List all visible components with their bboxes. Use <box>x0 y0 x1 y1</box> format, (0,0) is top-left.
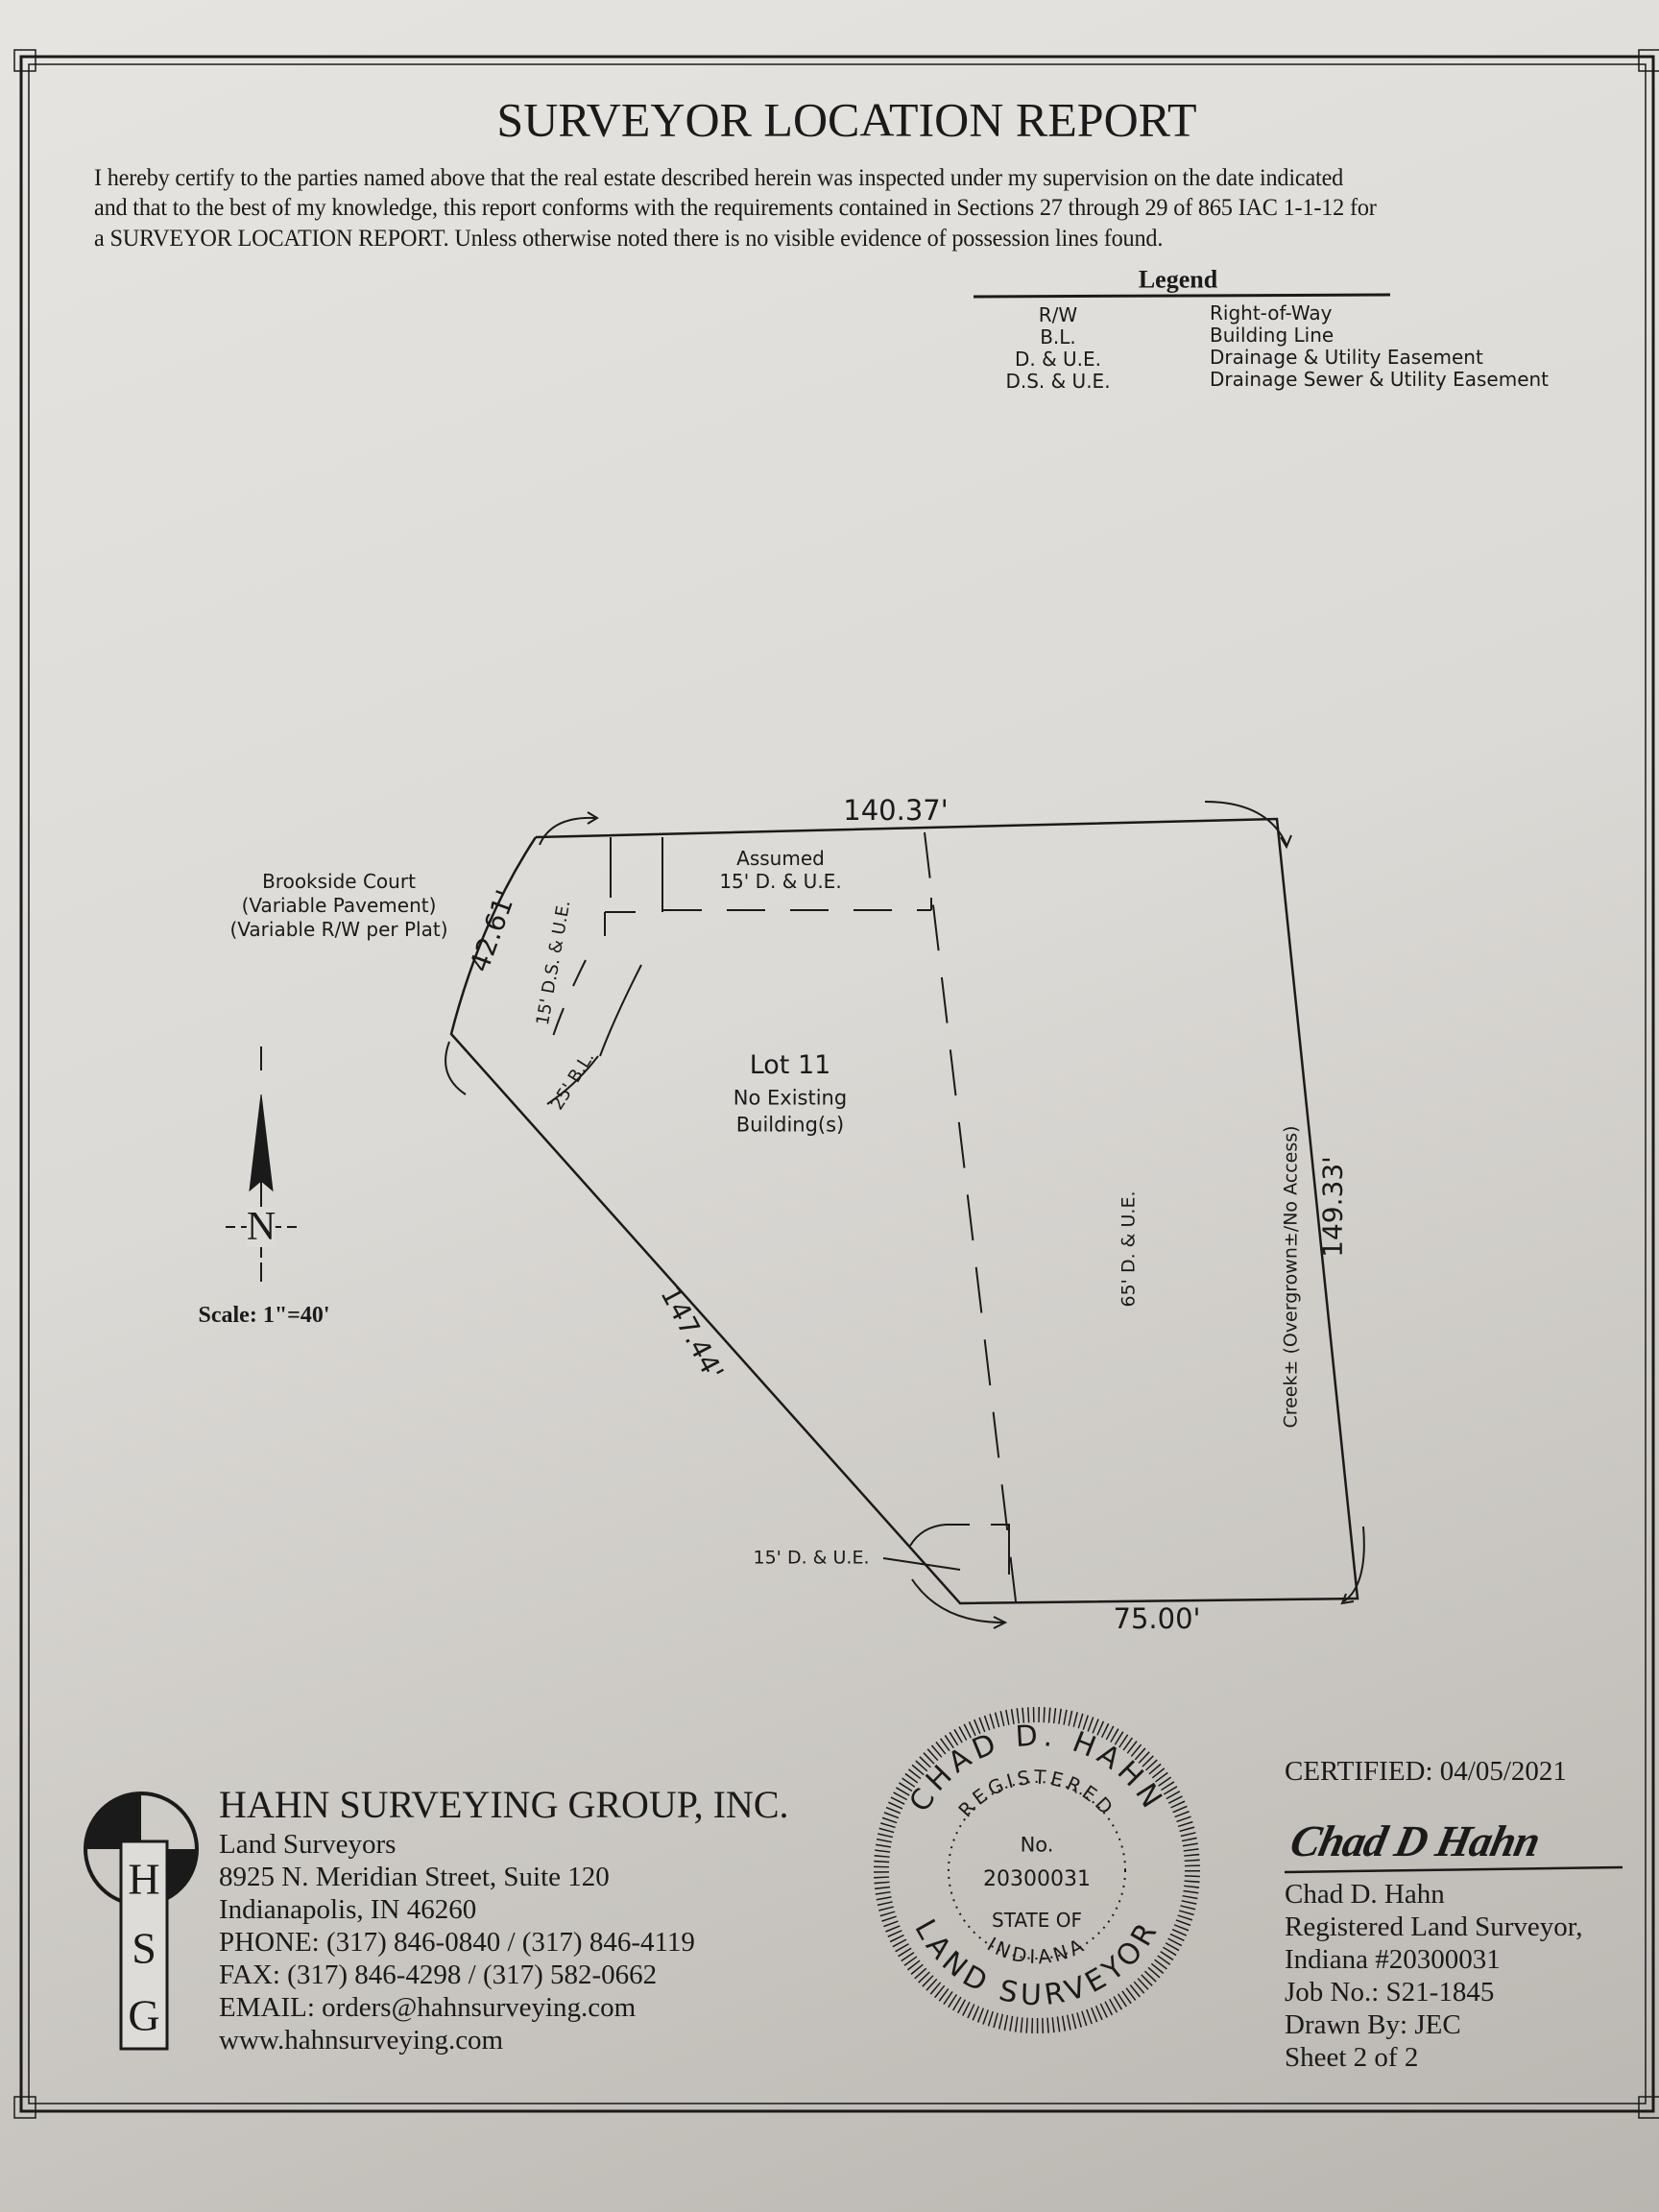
drawn-by: Drawn By: JEC <box>1285 2009 1461 2040</box>
company-website: www.hahnsurveying.com <box>219 2025 504 2056</box>
south-easement-label: 15' D. & U.E. <box>753 1547 870 1569</box>
sheet-number: Sheet 2 of 2 <box>1285 2042 1419 2073</box>
legend-abbr-dsue: D.S. & U.E. <box>1005 370 1111 393</box>
job-number: Job No.: S21-1845 <box>1285 1977 1495 2008</box>
lot-status-1: No Existing <box>733 1086 848 1110</box>
svg-text:REGISTERED: REGISTERED <box>953 1766 1119 1822</box>
seal-state: INDIANA <box>983 1933 1086 1969</box>
company-name: HAHN SURVEYING GROUP, INC. <box>219 1783 789 1826</box>
east-dimension: 149.33' <box>1316 1156 1349 1258</box>
lot-number: Lot 11 <box>749 1050 831 1081</box>
scale-label: Scale: 1"=40' <box>198 1302 330 1328</box>
signature: Chad D Hahn <box>1286 1816 1545 1865</box>
page-border <box>13 49 1659 2119</box>
company-fax: FAX: (317) 846-4298 / (317) 582-0662 <box>219 1960 658 1990</box>
corner-arrows <box>445 801 1365 1629</box>
company-street: 8925 N. Meridian Street, Suite 120 <box>219 1862 610 1892</box>
certification-line-2: and that to the best of my knowledge, th… <box>94 195 1377 221</box>
legend-def-due: Drainage & Utility Easement <box>1210 346 1483 369</box>
lot-boundary <box>449 817 1359 1605</box>
legend-abbr-bl: B.L. <box>1040 325 1076 349</box>
creek-label: Creek± (Overgrown±/No Access) <box>1280 1125 1302 1429</box>
logo-letter-h: H <box>128 1854 160 1904</box>
legend-title: Legend <box>1138 265 1218 294</box>
surveyor-title: Registered Land Surveyor, <box>1285 1911 1583 1942</box>
legend-def-dsue: Drainage Sewer & Utility Easement <box>1210 368 1550 391</box>
svg-text:INDIANA: INDIANA <box>983 1933 1090 1969</box>
signature-line <box>1284 1865 1623 1874</box>
legend-abbr-due: D. & U.E. <box>1014 348 1102 371</box>
seal-no-label: No. <box>1020 1833 1054 1857</box>
certification-line-1: I hereby certify to the parties named ab… <box>94 165 1344 191</box>
lot-status-2: Building(s) <box>735 1113 845 1137</box>
legend-rule <box>973 293 1391 299</box>
assumed-easement-label: 15' D. & U.E. <box>719 870 842 893</box>
street-rw: (Variable R/W per Plat) <box>229 918 448 941</box>
street-name: Brookside Court <box>262 870 416 893</box>
logo-letter-s: S <box>132 1923 156 1973</box>
easement-lines <box>546 831 1017 1602</box>
surveyor-name: Chad D. Hahn <box>1285 1879 1445 1910</box>
legend-def-rw: Right-of-Way <box>1210 301 1333 325</box>
east-easement-label: 65' D. & U.E. <box>1118 1190 1140 1308</box>
hsg-logo <box>84 1791 199 2051</box>
seal-registered: REGISTERED <box>953 1766 1116 1822</box>
company-email: EMAIL: orders@hahnsurveying.com <box>219 1992 637 2023</box>
seal-state-of: STATE OF <box>992 1909 1082 1932</box>
certified-date: CERTIFIED: 04/05/2021 <box>1285 1756 1567 1787</box>
assumed-label: Assumed <box>736 847 825 870</box>
surveyor-license: Indiana #20300031 <box>1285 1944 1501 1975</box>
company-city: Indianapolis, IN 46260 <box>219 1894 477 1925</box>
north-letter: N <box>246 1205 276 1249</box>
north-dimension: 140.37' <box>843 794 949 828</box>
company-phone: PHONE: (317) 846-0840 / (317) 846-4119 <box>219 1927 695 1958</box>
certification-line-3: a SURVEYOR LOCATION REPORT. Unless other… <box>94 226 1164 252</box>
logo-letter-g: G <box>128 1990 160 2040</box>
page-title: SURVEYOR LOCATION REPORT <box>496 92 1197 147</box>
south-dimension: 75.00' <box>1113 1602 1201 1636</box>
legend-def-bl: Building Line <box>1210 324 1334 347</box>
company-tagline: Land Surveyors <box>219 1829 397 1860</box>
seal-number: 20300031 <box>983 1866 1091 1891</box>
legend-abbr-rw: R/W <box>1038 303 1078 326</box>
street-pavement: (Variable Pavement) <box>241 894 437 917</box>
